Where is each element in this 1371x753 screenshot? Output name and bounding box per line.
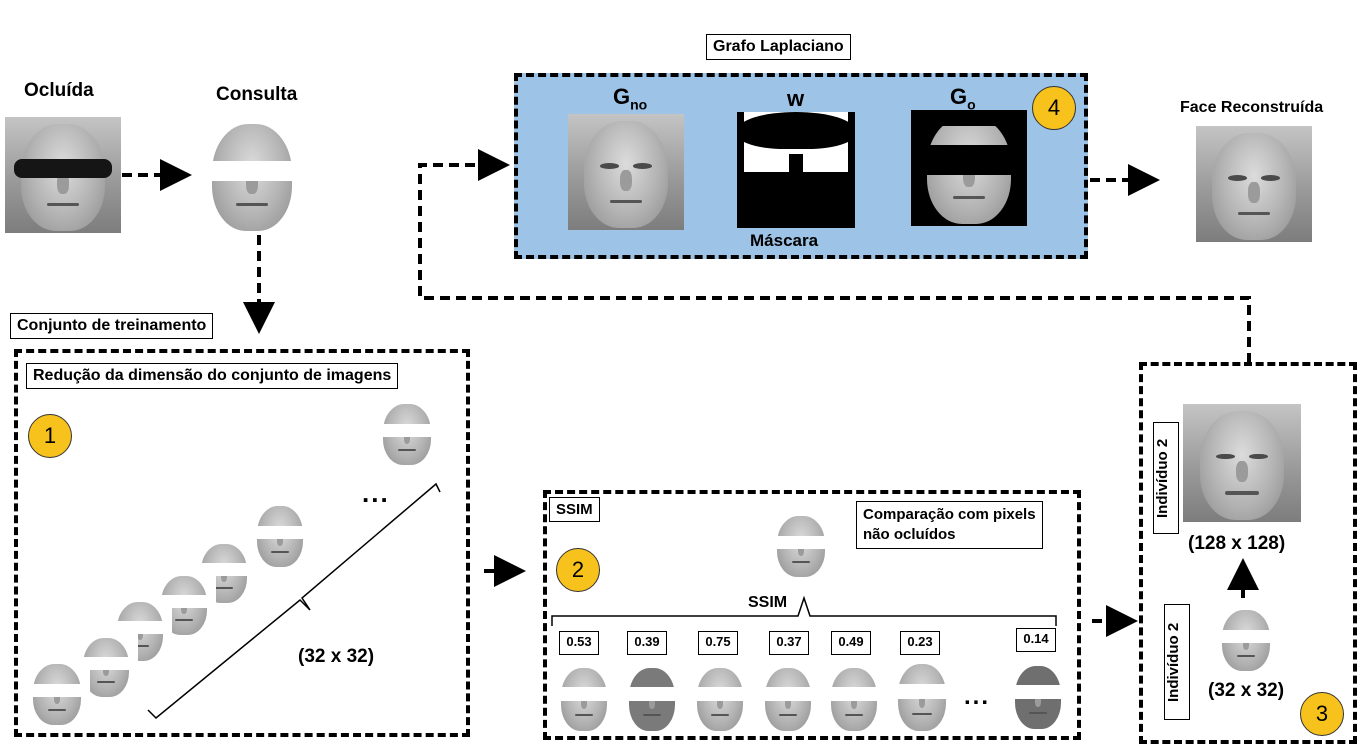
query-title: Consulta — [216, 84, 298, 105]
reconstructed-title: Face Reconstruída — [1180, 99, 1324, 116]
ssim-score: 0.39 — [627, 631, 667, 655]
candidate-thumb — [756, 664, 820, 732]
comparison-label: Comparação com pixels não ocluídos — [856, 501, 1043, 549]
individual-label-top: Indivíduo 2 — [1153, 422, 1179, 534]
candidate-thumb — [822, 664, 886, 732]
dimension-reduction-label: Redução da dimensão do conjunto de image… — [26, 363, 399, 389]
size-large-label: (128 x 128) — [1188, 533, 1286, 554]
candidate-thumb — [1006, 662, 1070, 730]
g-o-face-image — [911, 110, 1027, 226]
query-face-image — [196, 117, 308, 233]
g-o-base: G — [950, 84, 968, 109]
g-no-label: Gno — [613, 84, 647, 112]
training-brace — [147, 482, 441, 720]
ssim-ellipsis: ... — [964, 683, 991, 710]
occluded-title: Ocluída — [24, 80, 94, 101]
ssim-score: 0.49 — [831, 631, 871, 655]
ssim-score: 0.14 — [1016, 628, 1056, 652]
g-no-sub: no — [630, 96, 648, 113]
matched-face-small — [1213, 606, 1279, 672]
ssim-score: 0.53 — [559, 631, 599, 655]
step-1-badge: 1 — [28, 414, 72, 458]
training-set-panel — [14, 349, 470, 737]
step-2-badge: 2 — [556, 548, 600, 592]
ssim-brace-label: SSIM — [748, 594, 788, 611]
training-thumb — [24, 660, 90, 726]
g-o-label: Go — [950, 84, 976, 112]
ssim-brace — [551, 595, 1057, 626]
training-thumb — [248, 502, 312, 568]
g-no-base: G — [613, 84, 631, 109]
size-small-label: (32 x 32) — [1208, 680, 1285, 701]
candidate-thumb — [688, 664, 752, 732]
training-ellipsis: ... — [362, 478, 390, 508]
individual-label-bottom: Indivíduo 2 — [1164, 604, 1190, 720]
mask-image — [737, 112, 855, 228]
training-set-label: Conjunto de treinamento — [10, 313, 214, 339]
ssim-panel — [543, 490, 1081, 740]
ssim-score: 0.23 — [900, 631, 940, 655]
graph-label: Grafo Laplaciano — [706, 34, 851, 60]
g-o-sub: o — [967, 96, 976, 113]
candidate-thumb — [552, 664, 616, 732]
occluded-face-image — [5, 117, 121, 233]
ssim-query-thumb — [768, 512, 834, 578]
mask-label: Máscara — [750, 231, 819, 250]
ssim-score: 0.37 — [769, 631, 809, 655]
training-thumb — [374, 400, 440, 466]
comparison-line-2: não ocluídos — [863, 526, 956, 543]
training-size-label: (32 x 32) — [298, 646, 375, 667]
w-label: w — [787, 86, 805, 111]
result-panel — [1139, 362, 1357, 744]
matched-face-large — [1183, 404, 1301, 522]
training-thumb — [74, 634, 138, 698]
ssim-box-label: SSIM — [549, 497, 600, 522]
candidate-thumb — [620, 664, 684, 732]
g-no-face-image — [568, 114, 684, 230]
candidate-thumb — [888, 660, 956, 732]
step-4-badge: 4 — [1032, 86, 1076, 130]
reconstructed-face-image — [1196, 126, 1312, 242]
step-3-badge: 3 — [1300, 692, 1344, 736]
ssim-score: 0.75 — [698, 631, 738, 655]
comparison-line-1: Comparação com pixels — [863, 506, 1036, 523]
